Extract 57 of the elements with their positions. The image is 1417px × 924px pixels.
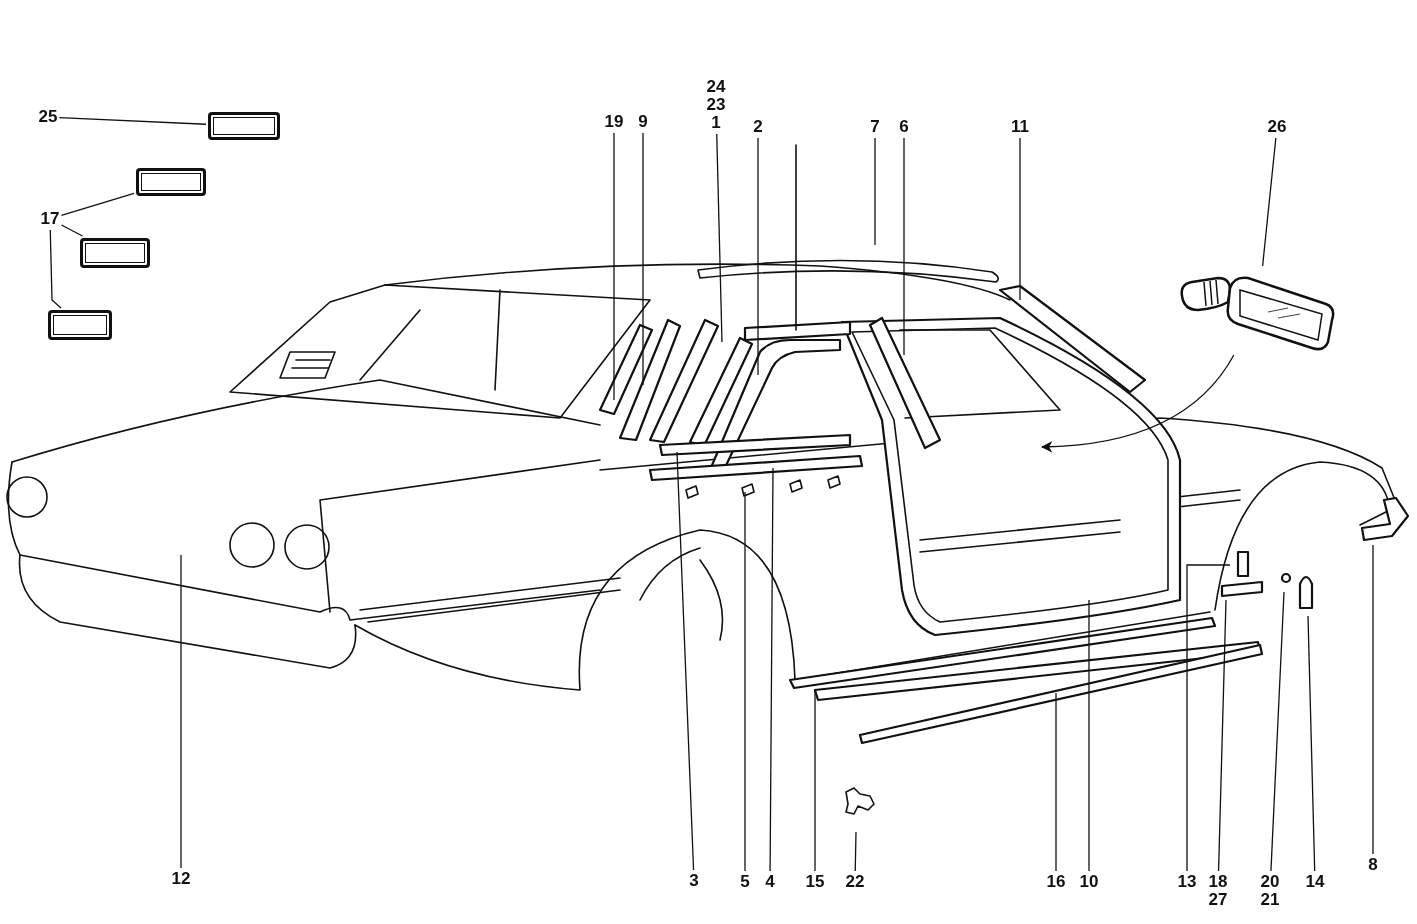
- leader-line: [814, 689, 816, 872]
- leader-line: [676, 451, 695, 871]
- callout-number: 12: [171, 870, 191, 888]
- leader-line: [60, 192, 135, 217]
- callout-number: 21: [1260, 891, 1280, 909]
- leader-line: [769, 467, 774, 872]
- callout-number: 2: [753, 118, 763, 136]
- badge-plate: [136, 168, 206, 196]
- leader-line: [58, 116, 207, 125]
- callout-number: 4: [765, 873, 775, 891]
- callout-number: 11: [1011, 118, 1029, 136]
- leader-line: [1217, 599, 1227, 872]
- callout-number: 8: [1368, 856, 1378, 874]
- badge-plate: [208, 112, 280, 140]
- callout-number: 20: [1260, 873, 1280, 891]
- callout-number: 25: [38, 108, 58, 126]
- callout-number: 10: [1079, 873, 1099, 891]
- callout-number: 26: [1267, 118, 1287, 136]
- leader-line: [1019, 137, 1021, 301]
- leader-line: [744, 491, 746, 872]
- callout-number: 27: [1208, 891, 1228, 909]
- leader-line: [49, 229, 62, 309]
- callout-number: 9: [638, 113, 648, 131]
- leader-line: [642, 132, 644, 386]
- callout-number: 7: [870, 118, 880, 136]
- callout-number: 16: [1046, 873, 1066, 891]
- leader-line: [613, 132, 615, 401]
- callout-number: 18: [1208, 873, 1228, 891]
- callout-number: 19: [604, 113, 624, 131]
- leader-line: [1270, 591, 1285, 872]
- callout-number: 5: [740, 873, 750, 891]
- leader-line: [854, 831, 857, 872]
- callout-number: 14: [1305, 873, 1325, 891]
- leader-line: [716, 133, 723, 343]
- leader-line: [1088, 599, 1090, 872]
- callout-number: 6: [899, 118, 909, 136]
- leader-line: [180, 554, 182, 869]
- leader-line: [903, 137, 905, 356]
- leader-line: [1186, 564, 1231, 872]
- callout-number: 24: [706, 78, 726, 96]
- leader-line: [1261, 137, 1277, 267]
- callout-number: 1: [711, 114, 721, 132]
- leader-line: [60, 224, 84, 237]
- leader-line: [1307, 615, 1316, 872]
- leader-line: [1372, 544, 1374, 855]
- callout-number: 15: [805, 873, 825, 891]
- callout-number: 23: [706, 96, 726, 114]
- arrow: [1040, 354, 1235, 453]
- badge-plate: [48, 310, 112, 340]
- leader-line: [1055, 692, 1057, 872]
- callout-number: 3: [689, 872, 699, 890]
- leader-line: [874, 137, 876, 246]
- badge-plate: [80, 238, 150, 268]
- leader-line: [757, 137, 759, 376]
- callout-number: 17: [40, 210, 60, 228]
- callout-number: 22: [845, 873, 865, 891]
- callout-number: 13: [1177, 873, 1197, 891]
